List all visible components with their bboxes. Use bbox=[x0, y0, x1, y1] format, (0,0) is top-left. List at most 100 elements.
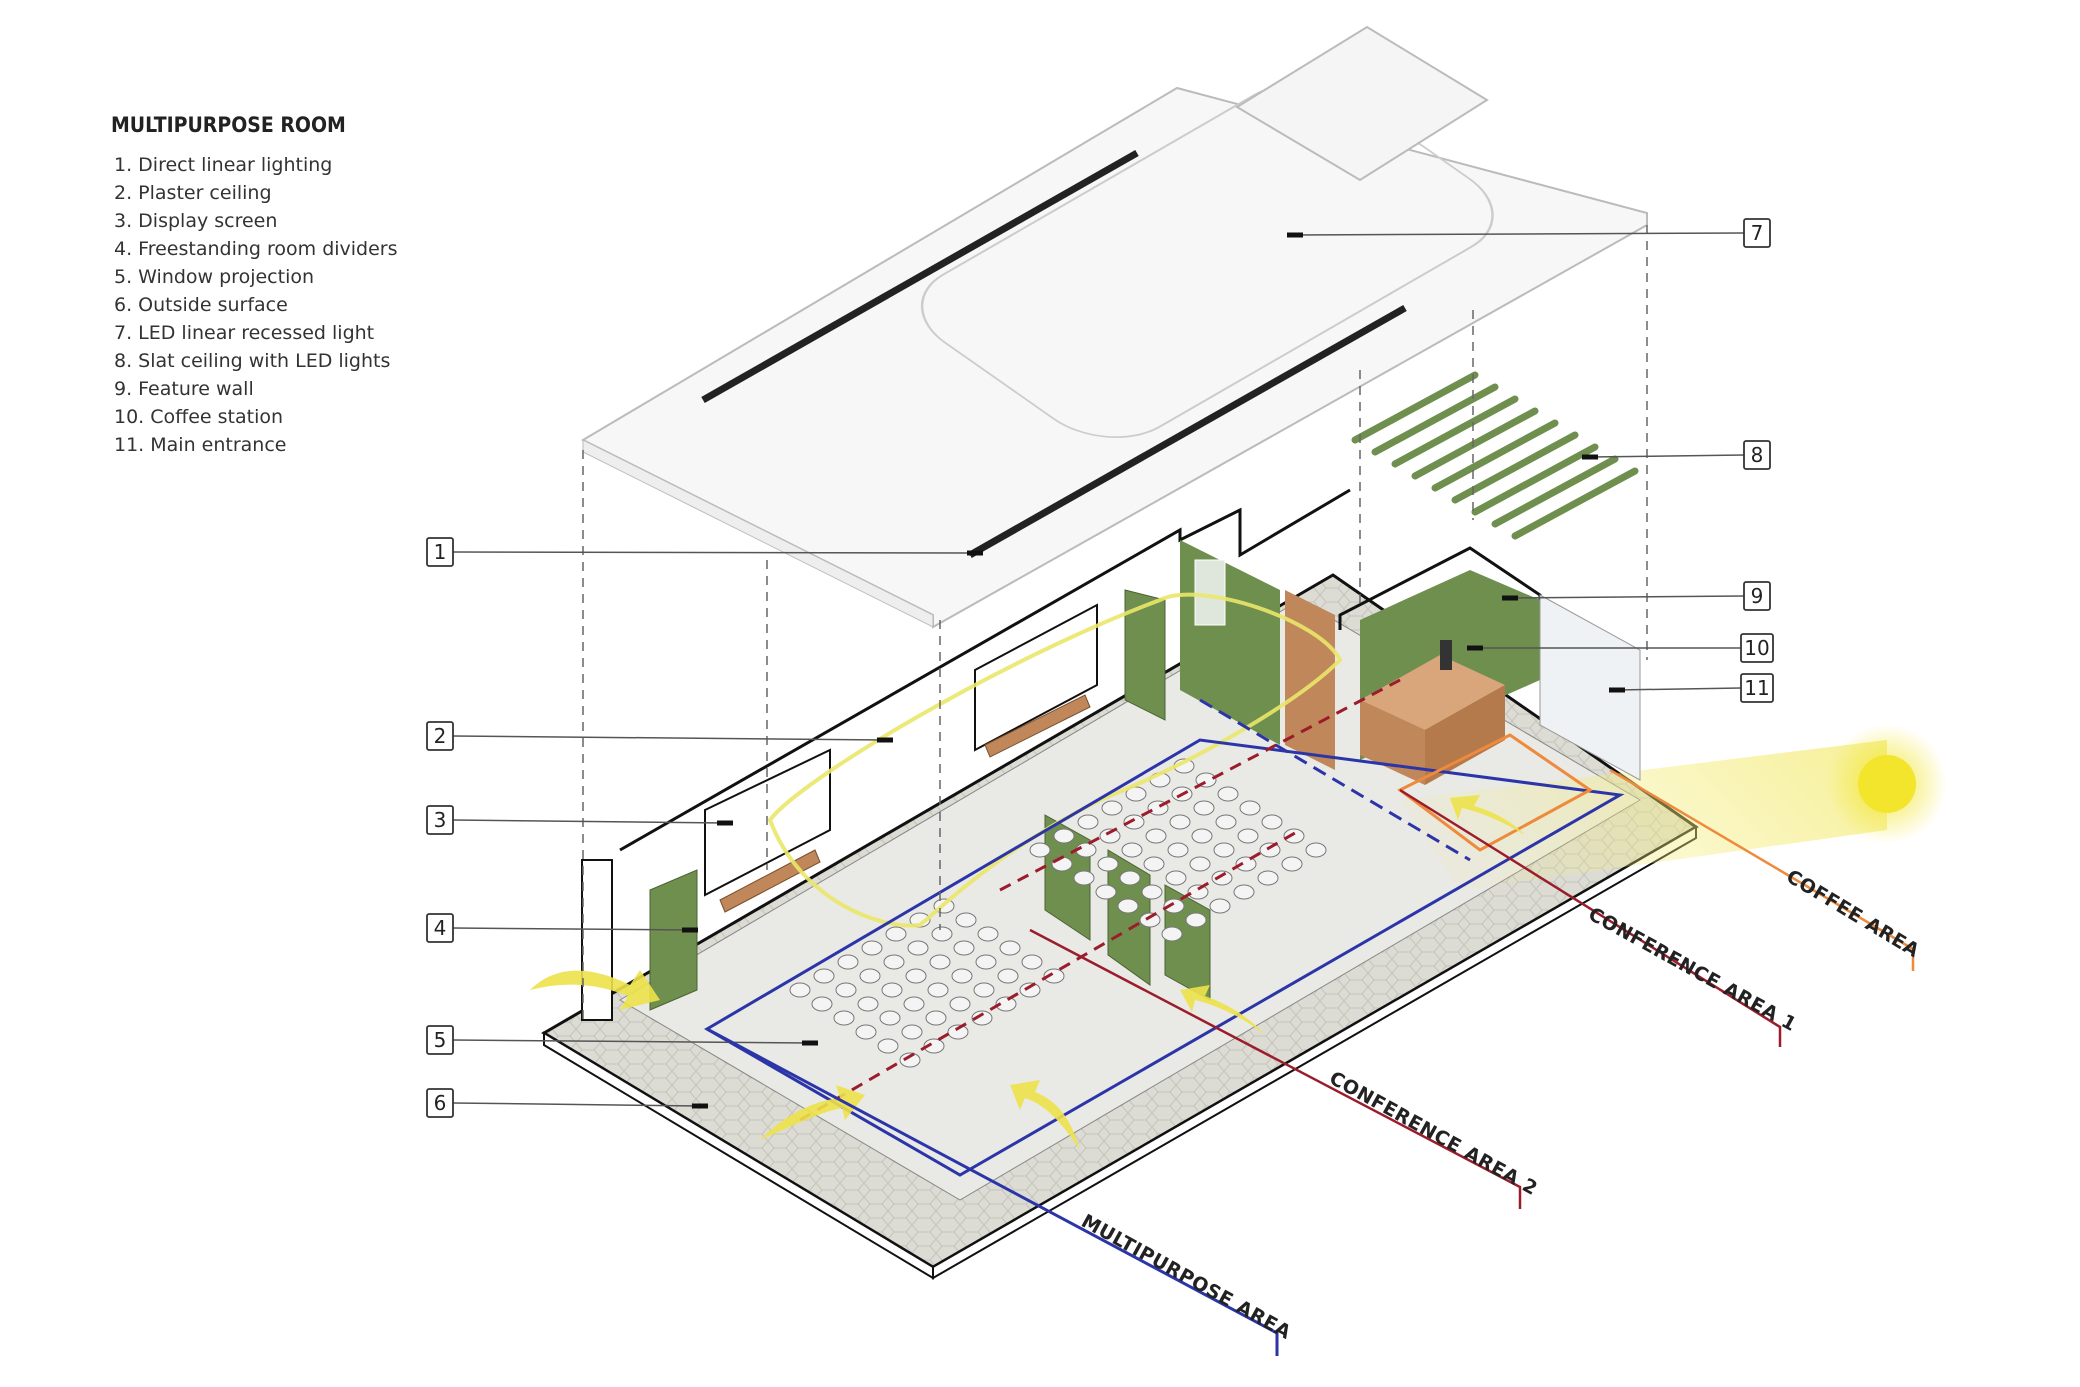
chair bbox=[925, 1010, 947, 1026]
linear-light bbox=[701, 149, 1139, 404]
roof-box bbox=[1235, 25, 1489, 182]
callout-box bbox=[426, 805, 454, 835]
chair bbox=[789, 982, 811, 998]
chair bbox=[999, 940, 1021, 956]
chair bbox=[1217, 786, 1239, 802]
chair bbox=[1021, 954, 1043, 970]
chair bbox=[1189, 856, 1211, 872]
callout-box bbox=[1743, 581, 1771, 611]
chair bbox=[879, 1010, 901, 1026]
leader-line bbox=[1616, 687, 1742, 691]
chair bbox=[1095, 884, 1117, 900]
callout-number: 5 bbox=[434, 1028, 447, 1052]
chair bbox=[995, 996, 1017, 1012]
callout-7: 7 bbox=[1287, 218, 1771, 248]
chair bbox=[883, 954, 905, 970]
chair bbox=[1209, 898, 1231, 914]
chair bbox=[1029, 842, 1051, 858]
chair bbox=[905, 968, 927, 984]
linear-light bbox=[968, 304, 1407, 559]
chair bbox=[1161, 926, 1183, 942]
chair bbox=[811, 996, 833, 1012]
chair bbox=[1191, 828, 1213, 844]
chair bbox=[997, 968, 1019, 984]
chair bbox=[1261, 814, 1283, 830]
area-label-text: CONFERENCE AREA 1 bbox=[1585, 903, 1801, 1036]
chair bbox=[1139, 912, 1161, 928]
leader-line bbox=[452, 819, 726, 824]
callout-11: 11 bbox=[1609, 673, 1774, 703]
chair bbox=[907, 940, 929, 956]
main-entrance bbox=[1539, 594, 1641, 781]
leader-line bbox=[1509, 595, 1745, 599]
plaster-ceiling bbox=[580, 25, 1648, 629]
chair bbox=[973, 982, 995, 998]
chair bbox=[977, 926, 999, 942]
legend-item: 3. Display screen bbox=[114, 210, 278, 232]
callout-3: 3 bbox=[426, 805, 733, 835]
chair bbox=[1163, 898, 1185, 914]
callout-8: 8 bbox=[1582, 440, 1771, 470]
legend-item: 7. LED linear recessed light bbox=[114, 322, 375, 344]
area-label-text: MULTIPURPOSE AREA bbox=[1078, 1210, 1295, 1344]
chair bbox=[953, 940, 975, 956]
callout-number: 7 bbox=[1751, 221, 1764, 245]
chair bbox=[1019, 982, 1041, 998]
callout-number: 3 bbox=[434, 808, 447, 832]
chair bbox=[1145, 828, 1167, 844]
chair bbox=[1215, 814, 1237, 830]
chair bbox=[861, 940, 883, 956]
chair bbox=[923, 1038, 945, 1054]
callout-2: 2 bbox=[426, 721, 893, 751]
leader-line bbox=[1294, 232, 1745, 236]
callout-box bbox=[426, 537, 454, 567]
chair bbox=[975, 954, 997, 970]
chair bbox=[1233, 884, 1255, 900]
leader-line bbox=[452, 927, 691, 931]
leader-dot bbox=[967, 550, 983, 556]
chair bbox=[949, 996, 971, 1012]
chair bbox=[1239, 800, 1261, 816]
chair bbox=[1213, 842, 1235, 858]
chair bbox=[899, 1052, 921, 1068]
leader-dot bbox=[692, 1103, 708, 1109]
chair bbox=[1101, 800, 1123, 816]
leader-dot bbox=[1582, 454, 1598, 460]
area-label-text: CONFERENCE AREA 2 bbox=[1326, 1067, 1542, 1200]
chair bbox=[1167, 842, 1189, 858]
chair bbox=[1117, 898, 1139, 914]
leader-dot bbox=[717, 820, 733, 826]
chair bbox=[1097, 856, 1119, 872]
chair bbox=[1099, 828, 1121, 844]
chair bbox=[1237, 828, 1259, 844]
slat-ceiling bbox=[1351, 371, 1639, 540]
legend-item: 6. Outside surface bbox=[114, 294, 288, 316]
callout-6: 6 bbox=[426, 1088, 708, 1118]
leader-dot bbox=[1467, 645, 1483, 651]
callout-number: 2 bbox=[434, 724, 447, 748]
legend-item: 2. Plaster ceiling bbox=[114, 182, 272, 204]
chair bbox=[881, 982, 903, 998]
chair bbox=[1121, 842, 1143, 858]
leader-dot bbox=[877, 737, 893, 743]
legend-item: 10. Coffee station bbox=[114, 406, 284, 428]
chair bbox=[1235, 856, 1257, 872]
chair bbox=[813, 968, 835, 984]
chair bbox=[1187, 884, 1209, 900]
chair bbox=[1185, 912, 1207, 928]
leader-dot bbox=[802, 1040, 818, 1046]
walls bbox=[581, 488, 1542, 1021]
legend-list: 1. Direct linear lighting 2. Plaster cei… bbox=[111, 151, 398, 459]
chair bbox=[1119, 870, 1141, 886]
callout-box bbox=[1743, 440, 1771, 470]
chair bbox=[835, 982, 857, 998]
leader-line bbox=[452, 1102, 701, 1107]
chair bbox=[885, 926, 907, 942]
chair bbox=[947, 1024, 969, 1040]
chair bbox=[1123, 814, 1145, 830]
chair bbox=[1125, 786, 1147, 802]
leader-line bbox=[452, 735, 886, 741]
circulation-path bbox=[767, 592, 1343, 928]
